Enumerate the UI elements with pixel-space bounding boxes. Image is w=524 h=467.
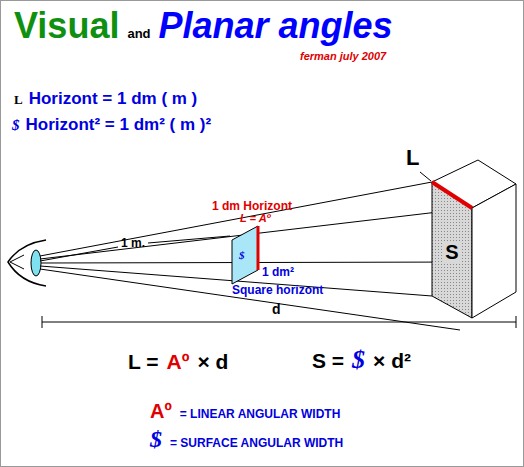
eye-corner (10, 255, 24, 269)
edge-label: L (406, 146, 419, 170)
horizon-edge (257, 226, 260, 270)
formula-part: S = (312, 349, 344, 372)
dimension-label: d (272, 302, 281, 317)
square-plane (232, 226, 258, 284)
definition-text: Horizont² = 1 dm² ( m )² (26, 116, 212, 135)
text-row: $ Horizont² = 1 dm² ( m )² (12, 116, 211, 135)
leader-line (420, 172, 431, 181)
formula-part: Aº (167, 350, 190, 373)
text-row: L = Aº × d (128, 350, 228, 373)
plane-label: L = Aº (240, 212, 271, 224)
symbol-label: $ (12, 117, 20, 134)
formula-part: L = (128, 350, 159, 373)
title-word: and (127, 27, 150, 41)
text-row: Visual and Planar angles (14, 6, 393, 46)
dimension-line (42, 316, 516, 328)
face-label: S (443, 241, 460, 264)
cube-face-box: S (432, 214, 472, 290)
title-word: Visual (14, 6, 119, 46)
distance-label: 1 m. (121, 237, 145, 250)
formula-part: × d (197, 350, 228, 373)
text-row: $ = SURFACE ANGULAR WIDTH (150, 426, 343, 452)
definition-text: Horizont = 1 dm ( m ) (29, 90, 198, 109)
title-word: Planar angles (159, 6, 393, 46)
eye-lens (31, 250, 41, 276)
author-note: ferman july 2007 (300, 50, 386, 62)
legend-symbol: Aº (150, 400, 172, 422)
legend-symbol: $ (150, 426, 162, 452)
legend-text: = LINEAR ANGULAR WIDTH (180, 408, 341, 421)
text-row: S = $ × d² (312, 346, 411, 375)
plane-label: Square horizont (232, 284, 323, 297)
symbol-label: L (14, 93, 23, 107)
cube-edge-l (432, 182, 472, 208)
plane-label: 1 dm² (262, 266, 294, 279)
plane-symbol: $ (239, 249, 245, 261)
legend-text: = SURFACE ANGULAR WIDTH (170, 437, 343, 450)
text-row: L Horizont = 1 dm ( m ) (14, 90, 197, 109)
eye-lid (8, 240, 46, 286)
sight-lines (40, 182, 472, 330)
formula-part: $ (352, 346, 365, 375)
cube-face (432, 182, 472, 318)
plane-label: 1 dm Horizont (212, 200, 292, 213)
formula-part: × d² (373, 349, 411, 372)
text-row: Aº = LINEAR ANGULAR WIDTH (150, 400, 340, 422)
cube-side (472, 184, 516, 318)
